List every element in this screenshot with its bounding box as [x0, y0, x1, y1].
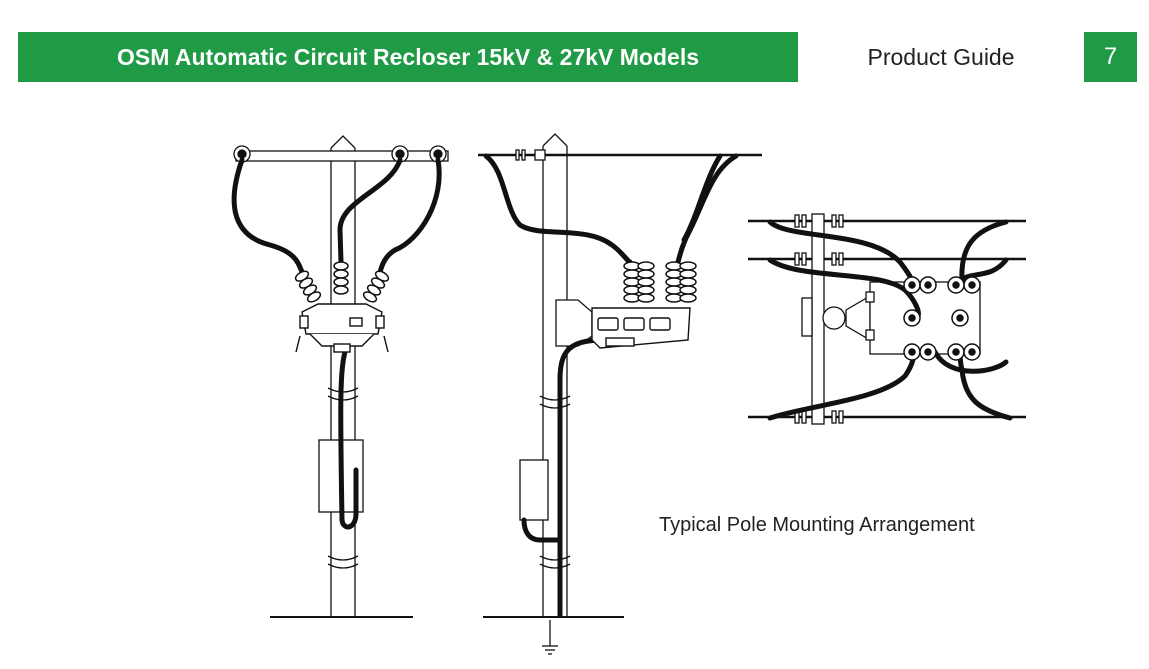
document-title: OSM Automatic Circuit Recloser 15kV & 27… — [18, 32, 798, 82]
front-view-recloser-tank — [295, 303, 389, 353]
side-view-recloser-tank — [591, 307, 691, 349]
side-view-cables — [483, 153, 739, 618]
side-view-bushings — [623, 261, 697, 303]
front-view-cables — [231, 157, 442, 530]
document-type-label: Product Guide — [798, 32, 1084, 82]
figure-caption: Typical Pole Mounting Arrangement — [659, 514, 975, 536]
top-view-drawing — [748, 213, 1026, 425]
top-view-bushings — [903, 276, 981, 361]
front-view-bushings — [294, 261, 390, 303]
side-view-drawing — [478, 133, 762, 655]
page-number: 7 — [1084, 32, 1137, 82]
